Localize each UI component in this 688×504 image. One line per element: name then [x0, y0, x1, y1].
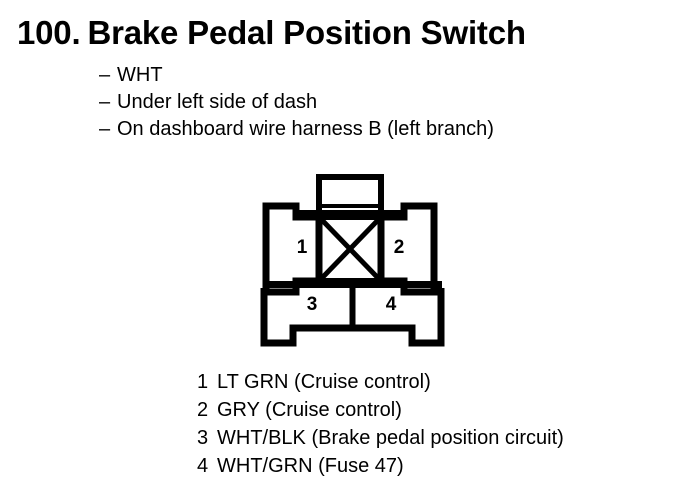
note-item: – WHT — [99, 62, 659, 89]
dash-icon: – — [99, 64, 111, 86]
legend-row: 3 WHT/BLK (Brake pedal position circuit) — [197, 424, 564, 452]
locking-tab — [316, 174, 384, 216]
legend-row: 4 WHT/GRN (Fuse 47) — [197, 452, 564, 480]
connector-outline-svg: 1 2 3 4 — [260, 174, 445, 347]
cavity-number-3: 3 — [307, 294, 318, 315]
pin-legend: 1 LT GRN (Cruise control) 2 GRY (Cruise … — [197, 368, 564, 480]
legend-row: 2 GRY (Cruise control) — [197, 396, 564, 424]
page-title-text: Brake Pedal Position Switch — [87, 14, 526, 51]
left-arm-outline — [262, 202, 323, 296]
note-item: – On dashboard wire harness B (left bran… — [99, 116, 659, 143]
legend-pin-number: 1 — [197, 371, 209, 393]
note-text: WHT — [117, 64, 163, 86]
notes-list: – WHT – Under left side of dash – On das… — [99, 62, 659, 143]
blocked-cavity-x-stroke — [319, 217, 381, 281]
legend-pin-label: WHT/GRN (Fuse 47) — [217, 455, 404, 477]
note-text: On dashboard wire harness B (left branch… — [117, 118, 494, 140]
legend-row: 1 LT GRN (Cruise control) — [197, 368, 564, 396]
legend-pin-number: 2 — [197, 399, 209, 421]
page-title-number: 100. — [17, 14, 81, 51]
legend-pin-label: GRY (Cruise control) — [217, 399, 402, 421]
page-title: 100.Brake Pedal Position Switch — [17, 14, 526, 52]
cavity-number-1: 1 — [297, 237, 308, 258]
note-text: Under left side of dash — [117, 91, 318, 113]
legend-pin-label: LT GRN (Cruise control) — [217, 371, 431, 393]
note-item: – Under left side of dash — [99, 89, 659, 116]
dash-icon: – — [99, 91, 111, 113]
cavity-number-4: 4 — [386, 294, 397, 315]
dash-icon: – — [99, 118, 111, 140]
right-arm-outline — [377, 202, 438, 296]
legend-pin-label: WHT/BLK (Brake pedal position circuit) — [217, 427, 564, 449]
cavity-number-2: 2 — [394, 237, 405, 258]
connector-diagram: 1 2 3 4 — [255, 168, 450, 358]
legend-pin-number: 3 — [197, 427, 209, 449]
legend-pin-number: 4 — [197, 455, 209, 477]
